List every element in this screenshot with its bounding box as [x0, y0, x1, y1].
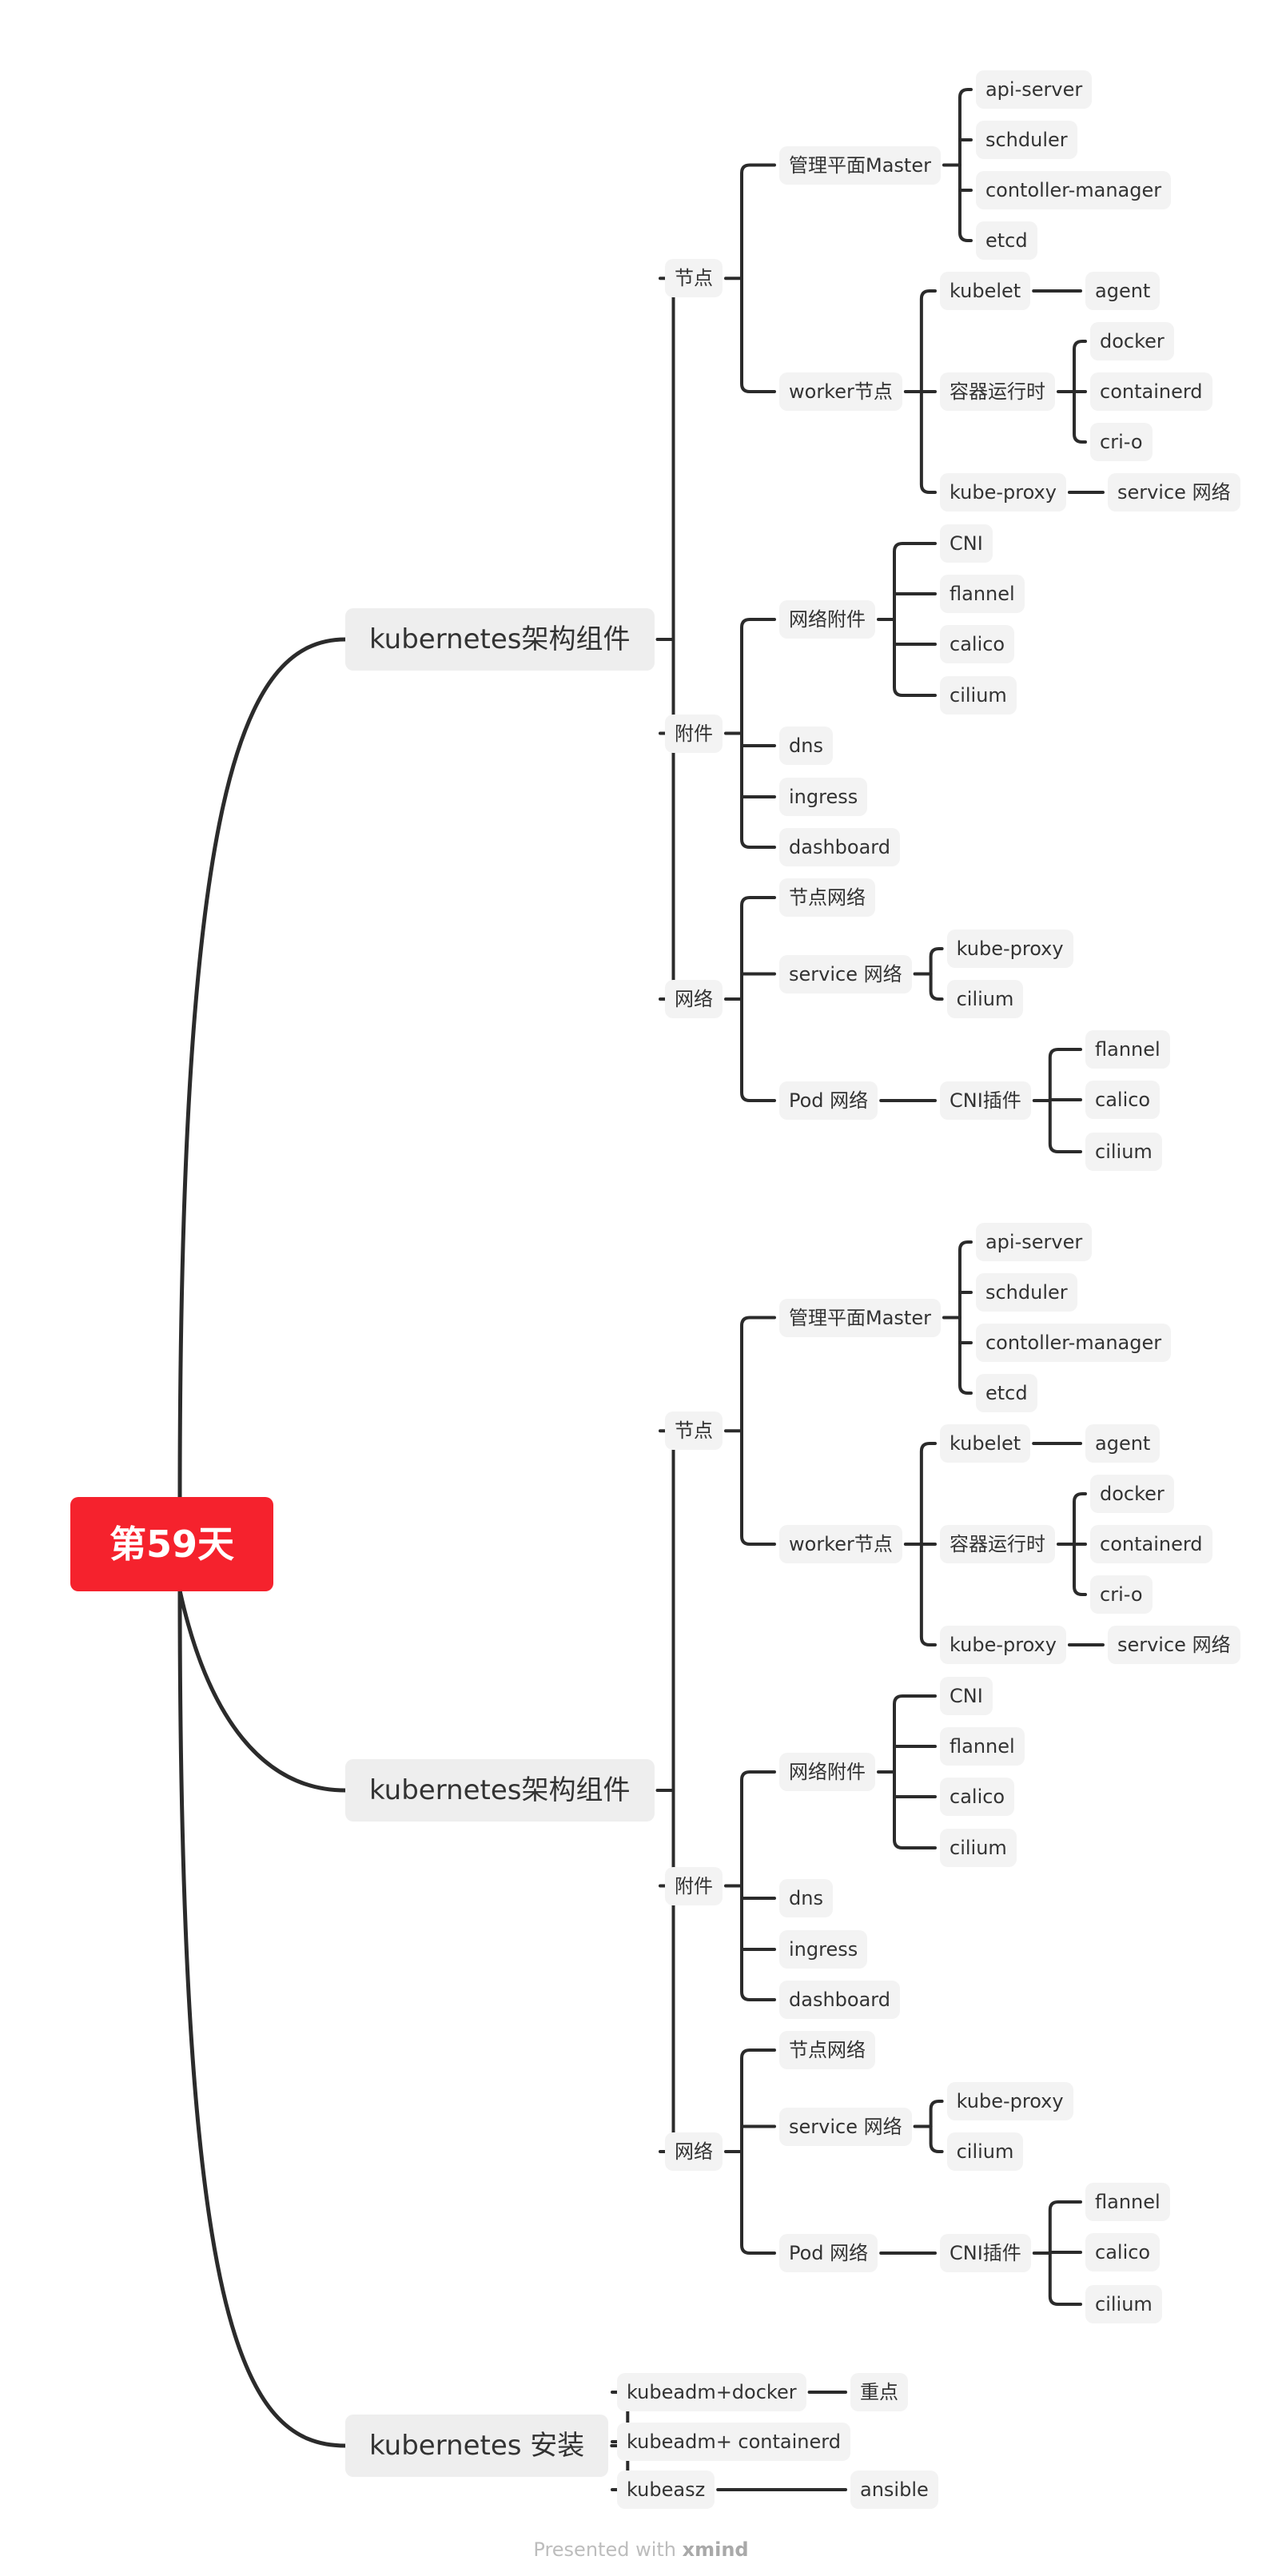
topic-service[interactable]: service 网络 — [1107, 473, 1240, 512]
topic-flannel[interactable]: flannel — [1085, 2183, 1170, 2221]
topic-item[interactable]: 网络 — [665, 2132, 723, 2171]
topic-master[interactable]: 管理平面Master — [779, 145, 941, 185]
topic-flannel[interactable]: flannel — [1085, 1030, 1170, 1069]
topic-pod[interactable]: Pod 网络 — [779, 2234, 878, 2272]
root-connector-2 — [177, 1588, 348, 1793]
topic-kube-proxy[interactable]: kube-proxy — [940, 473, 1066, 512]
topic-calico[interactable]: calico — [1085, 2233, 1161, 2271]
topic-worker[interactable]: worker节点 — [779, 372, 902, 411]
topic-item[interactable]: 附件 — [665, 714, 723, 753]
main-topic-1[interactable]: kubernetes架构组件 — [345, 608, 655, 671]
topic-cilium[interactable]: cilium — [946, 980, 1024, 1018]
xmind-brand: xmind — [682, 2538, 749, 2561]
topic-service[interactable]: service 网络 — [1107, 1626, 1240, 1664]
topic-containerd[interactable]: containerd — [1090, 372, 1212, 411]
topic-agent[interactable]: agent — [1085, 1424, 1161, 1463]
bracket — [740, 896, 776, 1102]
root-connector-3 — [177, 1588, 348, 2448]
bracket — [929, 947, 944, 1001]
topic-cilium[interactable]: cilium — [946, 2132, 1024, 2171]
bracket — [740, 1770, 776, 2001]
bracket — [740, 163, 776, 393]
topic-item[interactable]: 节点网络 — [779, 2031, 875, 2069]
topic-flannel[interactable]: flannel — [940, 1727, 1025, 1766]
topic-calico[interactable]: calico — [940, 625, 1015, 663]
topic-item[interactable]: 重点 — [850, 2373, 908, 2411]
topic-schduler[interactable]: schduler — [975, 121, 1077, 159]
topic-item[interactable]: 节点 — [665, 1411, 723, 1451]
bracket — [893, 542, 937, 697]
topic-item[interactable]: 附件 — [665, 1866, 723, 1905]
root-connector-1 — [177, 637, 348, 1499]
central-topic[interactable]: 第59天 — [70, 1497, 273, 1591]
topic-cilium[interactable]: cilium — [1085, 2285, 1162, 2323]
topic-master[interactable]: 管理平面Master — [779, 1298, 941, 1337]
topic-ingress[interactable]: ingress — [779, 1930, 868, 1969]
topic-service[interactable]: service 网络 — [779, 954, 912, 993]
topic-kube-proxy[interactable]: kube-proxy — [940, 1626, 1066, 1664]
topic-pod[interactable]: Pod 网络 — [779, 1081, 878, 1120]
topic-cri-o[interactable]: cri-o — [1090, 1575, 1153, 1614]
topic-kubeadm-docker[interactable]: kubeadm+docker — [617, 2373, 806, 2411]
bracket — [740, 618, 776, 849]
topic-kube-proxy[interactable]: kube-proxy — [946, 930, 1073, 968]
topic-dashboard[interactable]: dashboard — [779, 828, 900, 866]
topic-cri-o[interactable]: cri-o — [1090, 423, 1153, 461]
topic-cni[interactable]: CNI — [940, 1677, 993, 1715]
topic-kubelet[interactable]: kubelet — [940, 1424, 1031, 1463]
topic-dashboard[interactable]: dashboard — [779, 1981, 900, 2019]
topic-contoller-manager[interactable]: contoller-manager — [975, 171, 1172, 209]
topic-dns[interactable]: dns — [779, 727, 833, 765]
bracket — [958, 88, 973, 242]
topic-item[interactable]: 网络附件 — [779, 1753, 875, 1791]
topic-cni[interactable]: CNI插件 — [940, 1081, 1031, 1120]
topic-cni[interactable]: CNI插件 — [940, 2234, 1031, 2272]
topic-api-server[interactable]: api-server — [975, 1223, 1093, 1261]
topic-docker[interactable]: docker — [1090, 322, 1174, 360]
topic-dns[interactable]: dns — [779, 1879, 833, 1917]
topic-containerd[interactable]: containerd — [1090, 1525, 1212, 1563]
topic-cilium[interactable]: cilium — [940, 676, 1017, 715]
footer-credit: Presented with xmind — [0, 2538, 1282, 2561]
topic-kube-proxy[interactable]: kube-proxy — [946, 2082, 1073, 2120]
bracket — [740, 2048, 776, 2255]
topic-cni[interactable]: CNI — [940, 524, 993, 563]
footer-prefix: Presented with — [533, 2538, 676, 2561]
topic-etcd[interactable]: etcd — [975, 221, 1037, 260]
topic-calico[interactable]: calico — [940, 1778, 1015, 1816]
topic-kubelet[interactable]: kubelet — [940, 272, 1031, 310]
topic-contoller-manager[interactable]: contoller-manager — [975, 1324, 1172, 1362]
bracket — [958, 1240, 973, 1395]
topic-kubeasz[interactable]: kubeasz — [617, 2470, 715, 2509]
bracket — [740, 1316, 776, 1546]
main-topic-3[interactable]: kubernetes 安装 — [345, 2415, 609, 2477]
topic-cilium[interactable]: cilium — [1085, 1133, 1162, 1171]
topic-docker[interactable]: docker — [1090, 1475, 1174, 1513]
topic-ansible[interactable]: ansible — [850, 2470, 938, 2509]
topic-item[interactable]: 网络附件 — [779, 600, 875, 639]
bracket — [893, 1694, 937, 1849]
topic-item[interactable]: 网络 — [665, 980, 723, 1018]
topic-agent[interactable]: agent — [1085, 272, 1161, 310]
topic-item[interactable]: 容器运行时 — [940, 1525, 1055, 1563]
topic-ingress[interactable]: ingress — [779, 778, 868, 816]
topic-etcd[interactable]: etcd — [975, 1374, 1037, 1412]
topic-kubeadm-containerd[interactable]: kubeadm+ containerd — [617, 2423, 850, 2461]
topic-service[interactable]: service 网络 — [779, 2107, 912, 2146]
topic-flannel[interactable]: flannel — [940, 575, 1025, 613]
main-topic-2[interactable]: kubernetes架构组件 — [345, 1759, 655, 1822]
bracket — [929, 2100, 944, 2153]
topic-api-server[interactable]: api-server — [975, 70, 1093, 109]
topic-calico[interactable]: calico — [1085, 1081, 1161, 1119]
topic-schduler[interactable]: schduler — [975, 1273, 1077, 1312]
topic-worker[interactable]: worker节点 — [779, 1525, 902, 1563]
topic-cilium[interactable]: cilium — [940, 1829, 1017, 1867]
topic-item[interactable]: 节点网络 — [779, 878, 875, 917]
topic-item[interactable]: 容器运行时 — [940, 372, 1055, 411]
topic-item[interactable]: 节点 — [665, 259, 723, 298]
